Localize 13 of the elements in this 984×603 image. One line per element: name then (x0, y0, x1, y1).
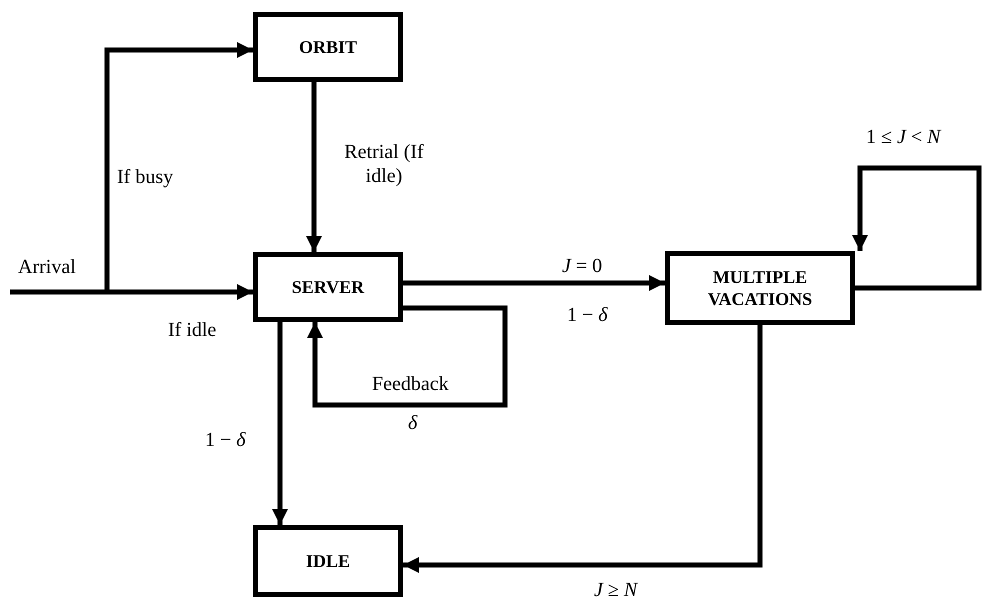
arrow (306, 82, 322, 252)
state-label: IDLE (306, 550, 350, 572)
state-box (253, 252, 403, 322)
arrow (272, 322, 288, 525)
state-label: MULTIPLE VACATIONS (706, 266, 814, 310)
arrow (403, 275, 665, 291)
state-label: SERVER (292, 276, 364, 298)
state-box (665, 251, 855, 325)
arrow (852, 166, 982, 290)
state-box (253, 525, 403, 597)
state-box (253, 12, 403, 82)
state-label: ORBIT (298, 36, 358, 58)
arrow (403, 325, 762, 573)
